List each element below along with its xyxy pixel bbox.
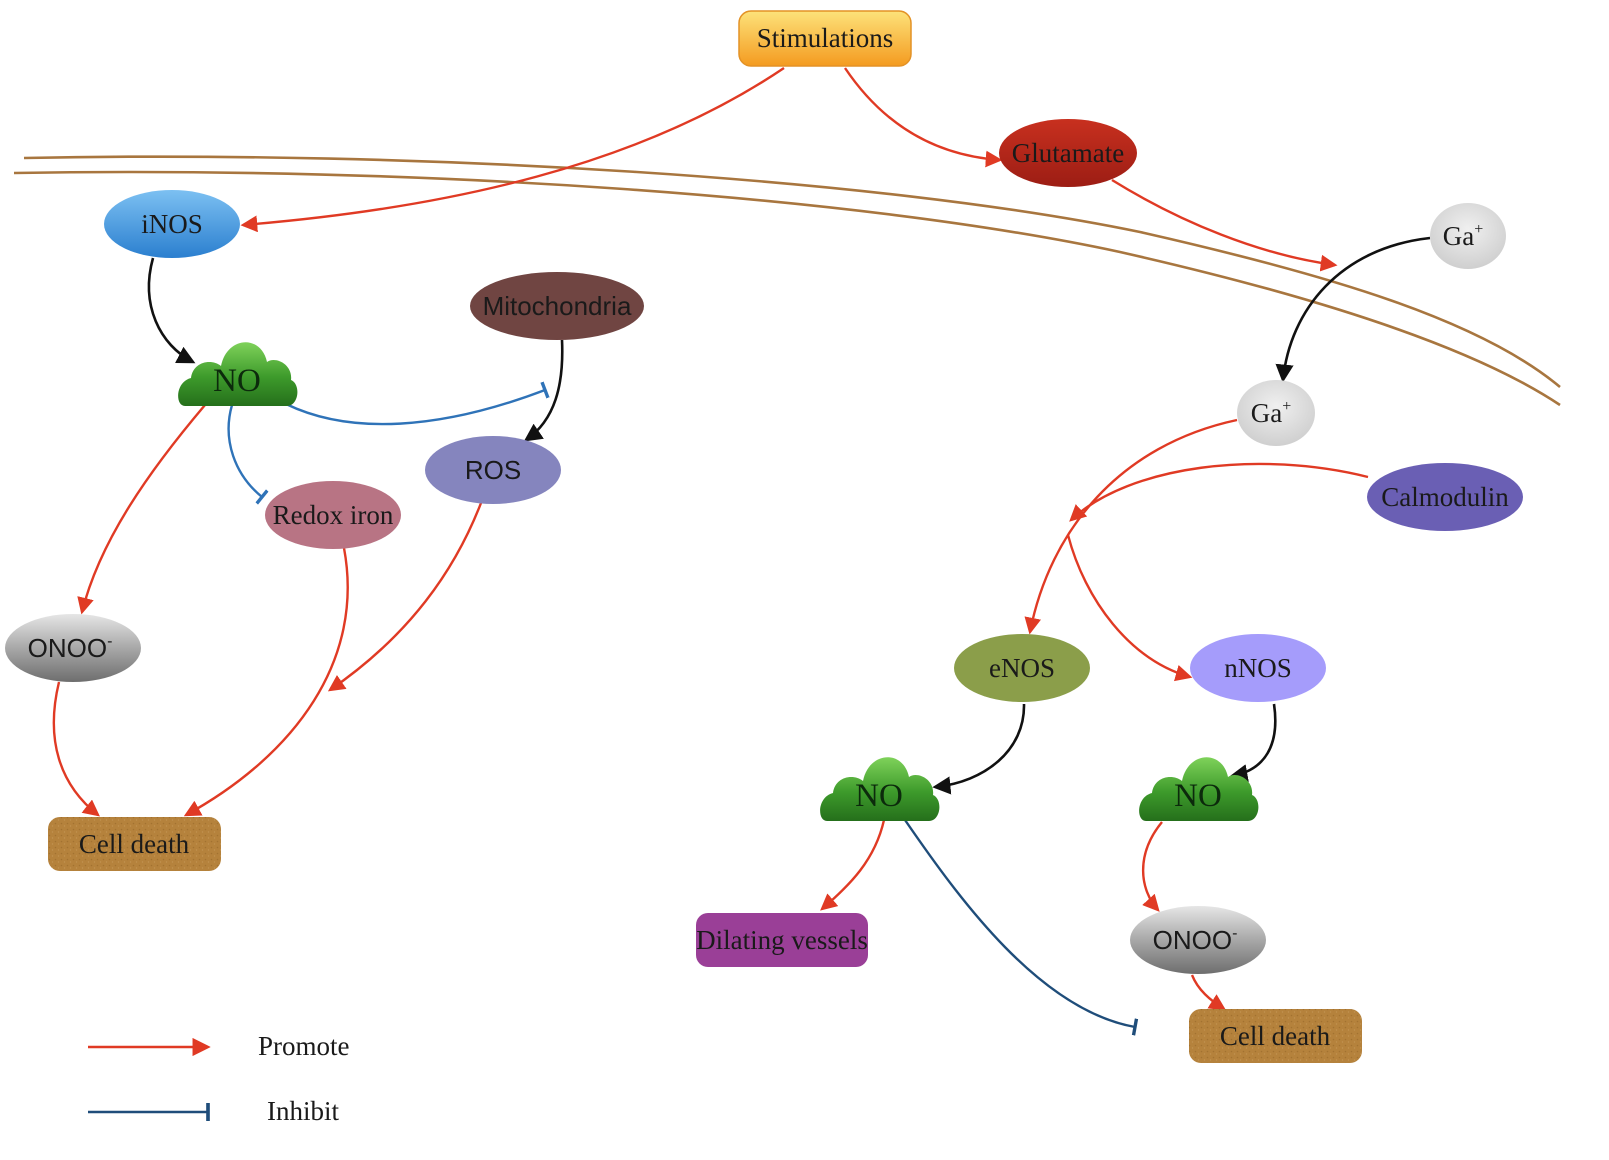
edge-no-to-onoo-right bbox=[1142, 821, 1163, 912]
stimulations-label: Stimulations bbox=[757, 23, 894, 53]
svg-text:Ga+: Ga+ bbox=[1443, 221, 1484, 251]
cell-membrane-outer bbox=[23, 155, 1561, 388]
edge-redox-iron-to-cell-death bbox=[183, 547, 349, 817]
node-ga-outer: Ga+ bbox=[1430, 203, 1506, 269]
edge-stimulations-to-glutamate bbox=[844, 67, 1003, 168]
cell-death-left-label: Cell death bbox=[79, 829, 190, 859]
edge-stimulations-to-inos bbox=[240, 67, 785, 233]
node-enos: eNOS bbox=[954, 634, 1090, 702]
cell-death-right-label: Cell death bbox=[1220, 1021, 1331, 1051]
edge-ros-to-cell-death bbox=[327, 502, 483, 692]
enos-label: eNOS bbox=[989, 653, 1055, 683]
node-nnos: nNOS bbox=[1190, 634, 1326, 702]
edge-ga-inner-to-enos bbox=[1024, 418, 1238, 635]
edge-no-inhibits-cell-death bbox=[904, 819, 1139, 1036]
edge-no-to-dilating-vessels bbox=[820, 819, 886, 911]
edge-no-inhibits-redox-iron bbox=[227, 404, 269, 505]
node-no-middle: NO bbox=[820, 757, 940, 821]
ga-inner-superscript: + bbox=[1282, 398, 1291, 415]
node-cell-death-right: Cell death bbox=[1189, 1009, 1362, 1063]
edge-ga-outer-to-ga-inner bbox=[1275, 236, 1431, 383]
node-no-right: NO bbox=[1139, 757, 1259, 821]
edge-no-to-onoo-left bbox=[77, 404, 206, 615]
mitochondria-label: Mitochondria bbox=[483, 291, 632, 321]
node-ros: ROS bbox=[425, 436, 561, 504]
edge-calmodulin-to-junction bbox=[1069, 462, 1369, 522]
no-left-label: NO bbox=[213, 363, 261, 399]
dilating-vessels-label: Dilating vessels bbox=[696, 925, 868, 955]
ga-outer-label: Ga bbox=[1443, 221, 1474, 251]
svg-text:ONOO-: ONOO- bbox=[28, 633, 113, 663]
inos-label: iNOS bbox=[141, 209, 203, 239]
edge-onoo-left-to-cell-death bbox=[52, 681, 100, 817]
node-mitochondria: Mitochondria bbox=[470, 272, 644, 340]
legend-inhibit-label: Inhibit bbox=[267, 1096, 339, 1126]
onoo-right-superscript: - bbox=[1232, 925, 1237, 942]
redox-iron-label: Redox iron bbox=[273, 500, 394, 530]
onoo-left-superscript: - bbox=[107, 633, 112, 650]
ga-outer-superscript: + bbox=[1474, 221, 1483, 238]
node-no-left: NO bbox=[178, 342, 298, 406]
calmodulin-label: Calmodulin bbox=[1381, 482, 1509, 512]
no-right-label: NO bbox=[1174, 778, 1222, 814]
node-inos: iNOS bbox=[104, 190, 240, 258]
node-glutamate: Glutamate bbox=[999, 119, 1137, 187]
edge-mitochondria-to-ros bbox=[523, 339, 564, 442]
edge-no-inhibits-mitochondria bbox=[285, 381, 550, 426]
svg-text:Ga+: Ga+ bbox=[1251, 398, 1292, 428]
cell-membrane-inner bbox=[13, 170, 1561, 407]
edge-enos-to-no bbox=[932, 703, 1026, 795]
node-onoo-left: ONOO- bbox=[5, 614, 141, 682]
edge-onoo-right-to-cell-death bbox=[1190, 974, 1227, 1011]
node-dilating-vessels: Dilating vessels bbox=[696, 913, 868, 967]
no-middle-label: NO bbox=[855, 778, 903, 814]
node-stimulations: Stimulations bbox=[738, 10, 912, 67]
node-onoo-right: ONOO- bbox=[1130, 906, 1266, 974]
legend: Promote Inhibit bbox=[88, 1031, 350, 1126]
ros-label: ROS bbox=[465, 455, 521, 485]
edge-junction-to-nnos bbox=[1066, 534, 1193, 682]
nnos-label: nNOS bbox=[1224, 653, 1292, 683]
node-cell-death-left: Cell death bbox=[48, 817, 221, 871]
legend-promote-label: Promote bbox=[258, 1031, 350, 1061]
node-redox-iron: Redox iron bbox=[265, 481, 401, 549]
ga-inner-label: Ga bbox=[1251, 398, 1282, 428]
node-ga-inner: Ga+ bbox=[1237, 380, 1315, 446]
node-calmodulin: Calmodulin bbox=[1367, 463, 1523, 531]
svg-text:ONOO-: ONOO- bbox=[1153, 925, 1238, 955]
onoo-right-label: ONOO bbox=[1153, 925, 1232, 955]
edge-inos-to-no bbox=[147, 257, 196, 364]
edge-glutamate-to-ga bbox=[1111, 178, 1338, 272]
edge-nnos-to-no bbox=[1229, 703, 1277, 783]
glutamate-label: Glutamate bbox=[1012, 138, 1124, 168]
onoo-left-label: ONOO bbox=[28, 633, 107, 663]
